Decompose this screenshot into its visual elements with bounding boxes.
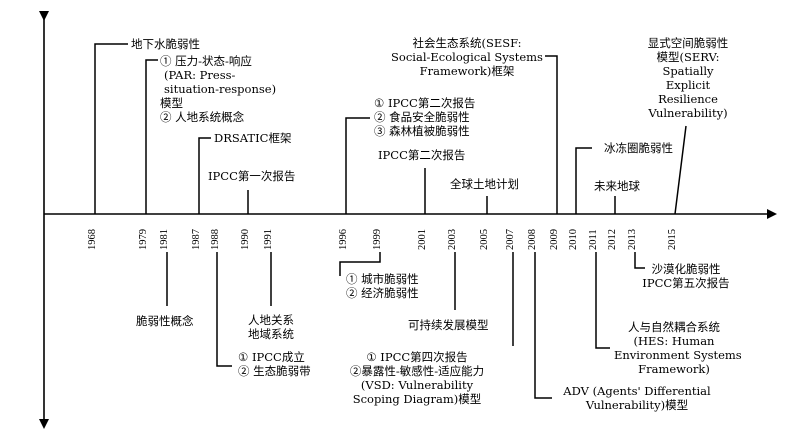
event-line: 地域系统 bbox=[248, 327, 294, 341]
event-line: 全球土地计划 bbox=[450, 177, 519, 191]
year-label: 2003 bbox=[447, 229, 458, 250]
event-line: ② 生态脆弱带 bbox=[238, 364, 311, 378]
event-line: 人与自然耦合系统 bbox=[628, 320, 720, 334]
event-line: 可持续发展模型 bbox=[408, 318, 489, 332]
year-label: 1988 bbox=[210, 229, 221, 250]
event-line: Vulnerability)模型 bbox=[585, 398, 689, 412]
event-1987: DRSATIC框架 bbox=[214, 131, 291, 145]
connector-2011 bbox=[595, 252, 610, 349]
year-label: 2012 bbox=[607, 229, 618, 250]
year-label: 1981 bbox=[159, 229, 170, 250]
event-line: 模型 bbox=[160, 96, 183, 110]
event-1996: ① IPCC第二次报告 ② 食品安全脆弱性 ③ 森林植被脆弱性 bbox=[374, 96, 475, 138]
connector-1979 bbox=[145, 59, 158, 214]
event-2001: IPCC第二次报告 bbox=[378, 148, 465, 162]
event-2008: ADV (Agents' Differential Vulnerability)… bbox=[552, 384, 722, 412]
event-line: (HES: Human bbox=[633, 334, 715, 348]
event-1981: 脆弱性概念 bbox=[136, 314, 194, 328]
year-label: 2005 bbox=[479, 229, 490, 250]
event-line: ① IPCC第四次报告 bbox=[366, 350, 468, 364]
event-line: ② 食品安全脆弱性 bbox=[374, 110, 470, 124]
event-line: 模型(SERV: bbox=[656, 50, 720, 64]
event-line: Spatially bbox=[662, 64, 714, 78]
connector-2015 bbox=[674, 125, 687, 215]
event-2011: 人与自然耦合系统 (HES: Human Environment Systems… bbox=[614, 320, 742, 376]
year-label: 2015 bbox=[667, 229, 678, 250]
event-1988: ① IPCC成立 ② 生态脆弱带 bbox=[238, 350, 311, 378]
year-label: 1990 bbox=[240, 229, 251, 250]
year-label: 1979 bbox=[138, 229, 149, 250]
year-label: 1996 bbox=[338, 229, 349, 250]
connector-1988 bbox=[216, 252, 232, 367]
connector-1999 bbox=[339, 252, 381, 276]
connector-1987 bbox=[198, 137, 211, 214]
event-line: Social-Ecological Systems bbox=[391, 50, 543, 64]
event-line: Environment Systems bbox=[614, 348, 742, 362]
event-line: ① 城市脆弱性 bbox=[346, 272, 419, 286]
event-line: ③ 森林植被脆弱性 bbox=[374, 124, 470, 138]
event-line: 沙漠化脆弱性 bbox=[651, 262, 721, 276]
event-line: 显式空间脆弱性 bbox=[647, 36, 729, 50]
event-line: Framework)框架 bbox=[419, 64, 515, 78]
event-line: 人地关系 bbox=[248, 313, 294, 327]
year-label: 2009 bbox=[549, 229, 560, 250]
event-2003: 可持续发展模型 bbox=[408, 318, 489, 332]
event-line: Framework) bbox=[638, 362, 710, 376]
event-1999: ① 城市脆弱性 ② 经济脆弱性 bbox=[346, 272, 419, 300]
event-1968: 地下水脆弱性 bbox=[131, 37, 200, 51]
event-line: DRSATIC框架 bbox=[214, 131, 292, 145]
connector-1968 bbox=[94, 43, 128, 214]
event-line: 地下水脆弱性 bbox=[131, 37, 200, 51]
event-line: situation-response) bbox=[164, 82, 277, 96]
connector-2009 bbox=[545, 55, 558, 214]
event-line: ① IPCC成立 bbox=[238, 350, 305, 364]
event-2012: 未来地球 bbox=[594, 179, 640, 193]
event-1991: 人地关系 地域系统 bbox=[238, 313, 304, 341]
event-line: IPCC第一次报告 bbox=[208, 169, 296, 183]
event-line: ① IPCC第二次报告 bbox=[374, 96, 476, 110]
event-line: Vulnerability) bbox=[648, 106, 728, 120]
year-label: 2001 bbox=[417, 229, 428, 250]
event-2009: 社会生态系统(SESF: Social-Ecological Systems F… bbox=[388, 36, 546, 78]
event-line: 社会生态系统(SESF: bbox=[412, 36, 522, 50]
connector-2010 bbox=[575, 147, 592, 214]
year-label: 2010 bbox=[568, 229, 579, 250]
year-label: 1968 bbox=[87, 229, 98, 250]
event-line: 未来地球 bbox=[594, 179, 640, 193]
event-line: IPCC第二次报告 bbox=[378, 148, 466, 162]
event-2005: 全球土地计划 bbox=[450, 177, 519, 191]
event-line: (PAR: Press- bbox=[164, 68, 236, 82]
event-line: ② 经济脆弱性 bbox=[346, 286, 419, 300]
event-2013: 沙漠化脆弱性 IPCC第五次报告 bbox=[636, 262, 736, 290]
event-line: Explicit bbox=[665, 78, 711, 92]
event-line: (VSD: Vulnerability bbox=[360, 378, 474, 392]
event-1990: IPCC第一次报告 bbox=[208, 169, 295, 183]
connector-2008 bbox=[534, 252, 552, 399]
year-label: 1991 bbox=[263, 229, 274, 250]
year-label: 1999 bbox=[372, 229, 383, 250]
event-2015: 显式空间脆弱性 模型(SERV: Spatially Explicit Resi… bbox=[640, 36, 736, 120]
event-line: Scoping Diagram)模型 bbox=[352, 392, 482, 406]
year-label: 2007 bbox=[505, 229, 516, 250]
connector-1996 bbox=[345, 117, 370, 214]
event-line: IPCC第五次报告 bbox=[642, 276, 730, 290]
event-line: 脆弱性概念 bbox=[136, 314, 194, 328]
year-label: 2008 bbox=[527, 229, 538, 250]
year-label: 1987 bbox=[191, 229, 202, 250]
event-line: ADV (Agents' Differential bbox=[563, 384, 711, 398]
year-label: 2011 bbox=[588, 229, 599, 250]
event-1979: ① 压力-状态-响应 (PAR: Press- situation-respon… bbox=[160, 54, 276, 124]
event-line: ②暴露性-敏感性-适应能力 bbox=[349, 364, 485, 378]
event-line: ① 压力-状态-响应 bbox=[160, 54, 252, 68]
event-2010: 冰冻圈脆弱性 bbox=[604, 141, 673, 155]
connector-2013 bbox=[634, 252, 645, 269]
event-2007: ① IPCC第四次报告 ②暴露性-敏感性-适应能力 (VSD: Vulnerab… bbox=[338, 350, 496, 406]
year-label: 2013 bbox=[627, 229, 638, 250]
event-line: ② 人地系统概念 bbox=[160, 110, 245, 124]
event-line: Resilience bbox=[658, 92, 718, 106]
event-line: 冰冻圈脆弱性 bbox=[604, 141, 673, 155]
